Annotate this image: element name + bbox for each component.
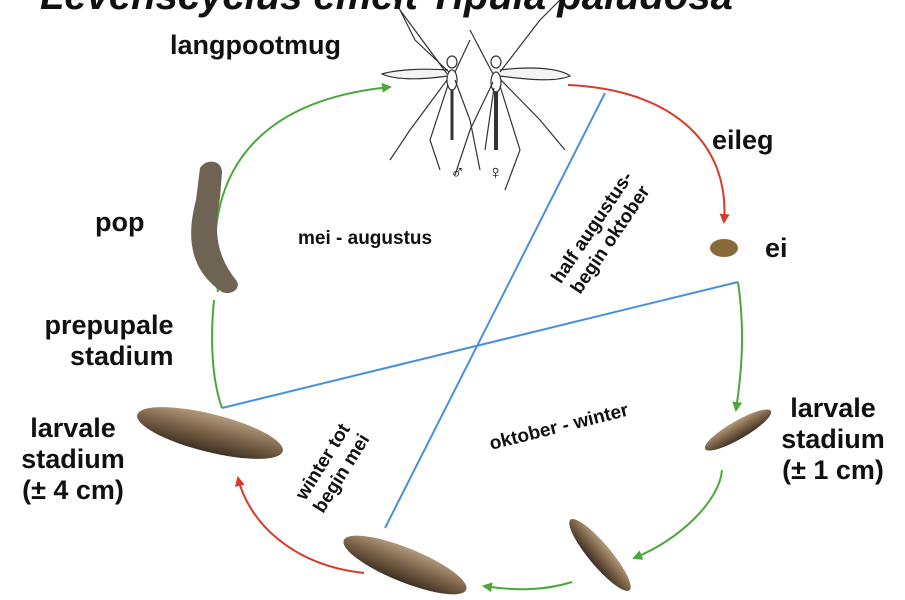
label-larva-big-line2: stadium xyxy=(8,444,138,475)
label-larva-small-line3: (± 1 cm) xyxy=(778,455,888,486)
label-prepupa-line2: stadium xyxy=(42,341,174,372)
label-larva-small-line2: stadium xyxy=(778,424,888,455)
egg-image xyxy=(710,239,738,257)
diagram-title: Levenscyclus emelt Tipula paludosa xyxy=(40,0,733,19)
label-larva-big-line3: (± 4 cm) xyxy=(8,475,138,506)
label-egg: ei xyxy=(765,233,788,264)
label-larva-small-line1: larvale xyxy=(778,393,888,424)
arrow-big-larva-to-prepupa xyxy=(212,300,222,408)
label-larva-big: larvale stadium (± 4 cm) xyxy=(8,413,138,506)
arrow-small-to-medium-larva xyxy=(634,470,722,558)
male-symbol: ♂ xyxy=(450,162,465,185)
label-prepupa-line1: prepupale xyxy=(42,310,174,341)
label-egg-laying: eileg xyxy=(712,125,774,156)
pupa-image xyxy=(191,162,238,293)
crane-fly-female-icon xyxy=(455,0,570,190)
arrow-pupa-to-adult xyxy=(215,87,390,292)
larva-large-image xyxy=(337,525,472,600)
divider-line-2 xyxy=(222,282,738,408)
label-pupa: pop xyxy=(95,207,144,238)
label-prepupa: prepupale stadium xyxy=(42,310,174,372)
female-symbol: ♀ xyxy=(488,162,503,185)
arrow-egg-to-small-larva xyxy=(736,282,742,410)
label-larva-small: larvale stadium (± 1 cm) xyxy=(778,393,888,486)
larva-big-image xyxy=(133,396,288,469)
period-summer: mei - augustus xyxy=(298,228,432,250)
larva-small-image xyxy=(701,403,776,457)
label-larva-big-line1: larvale xyxy=(8,413,138,444)
arrow-medium-to-large-larva xyxy=(484,582,572,589)
label-adult: langpootmug xyxy=(170,30,341,61)
larva-medium-image xyxy=(562,513,638,598)
